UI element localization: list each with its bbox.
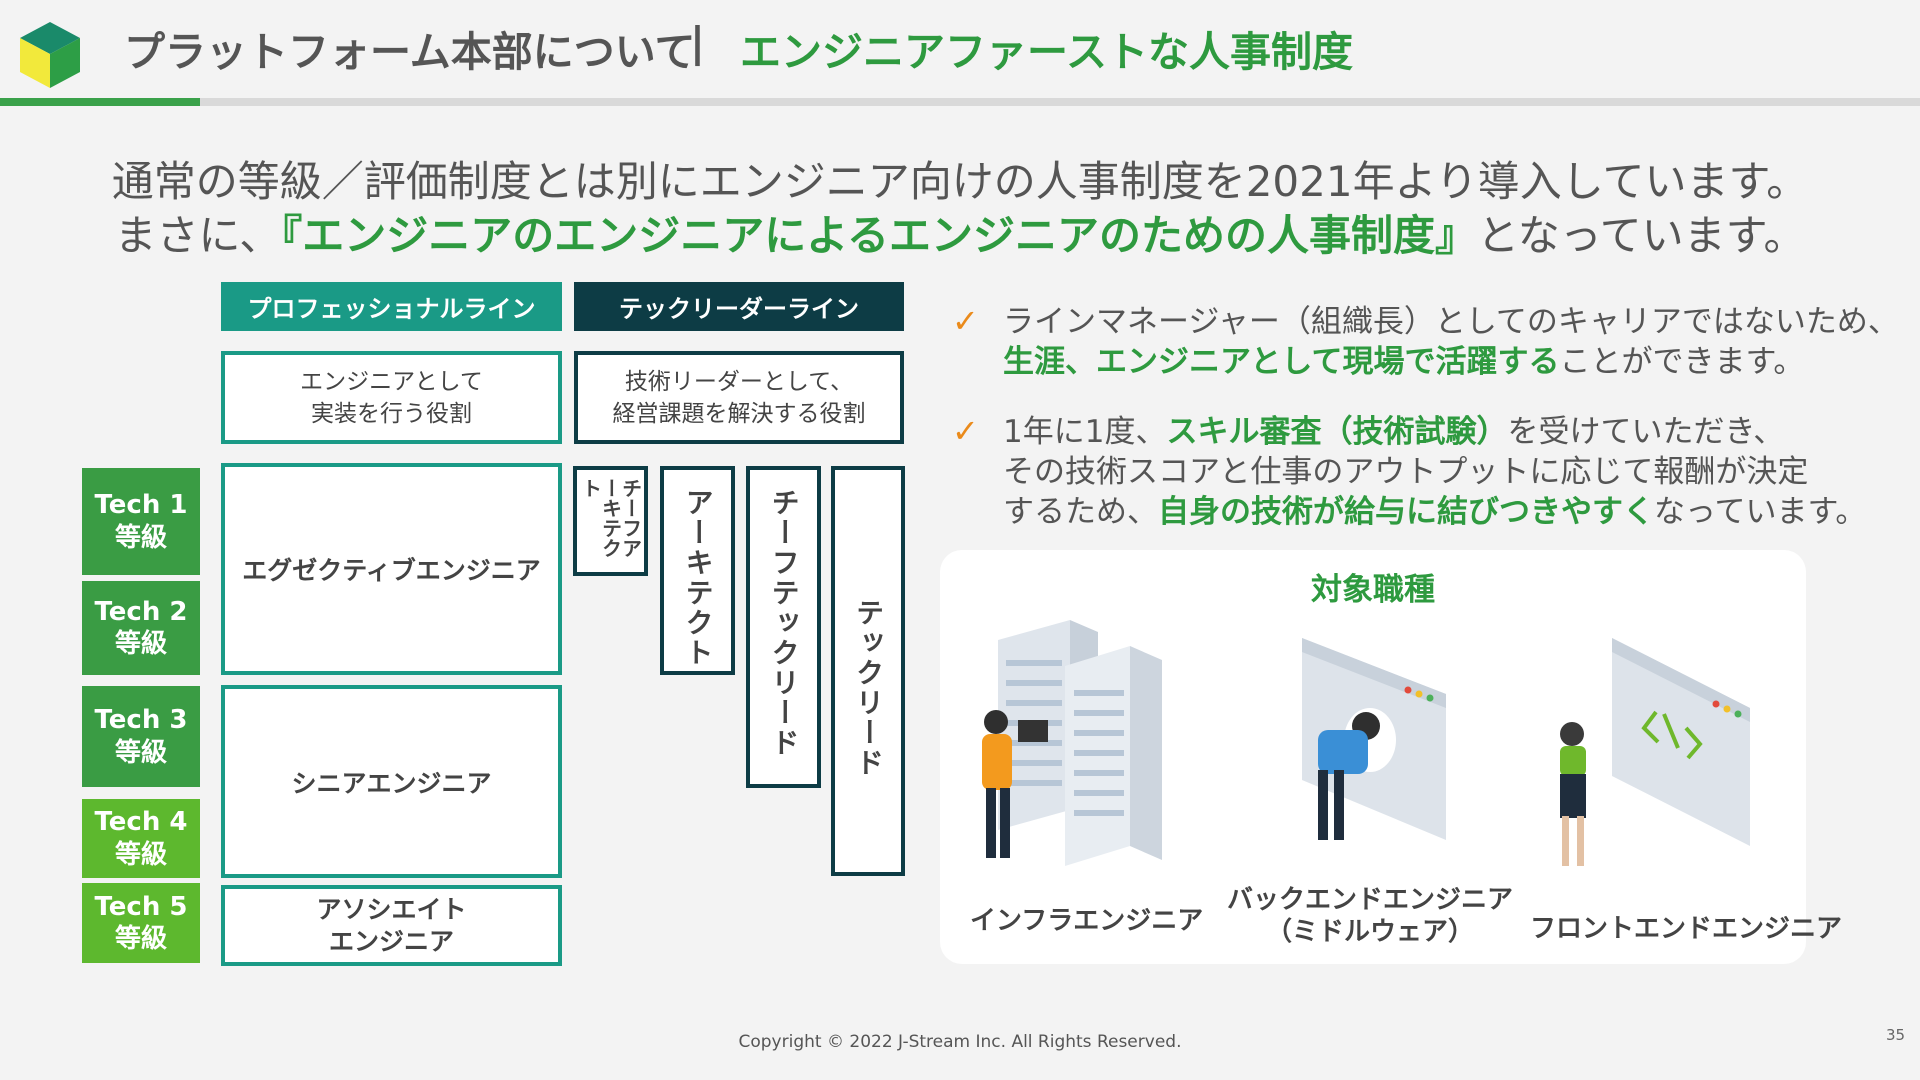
server-illustration-icon	[982, 620, 1162, 866]
lead-line-1: 通常の等級／評価制度とは別にエンジニア向けの人事制度を2021年より導入していま…	[111, 157, 1809, 206]
chief-architect-box: チーフアーキテクト	[573, 466, 648, 576]
techlead-box: テックリード	[831, 466, 905, 876]
professional-description: エンジニアとして実装を行う役割	[221, 351, 562, 444]
page-subtitle: エンジニアファーストな人事制度	[740, 28, 1353, 76]
architect-box: アーキテクト	[660, 466, 735, 675]
professional-line-label: プロフェッショナルライン	[221, 282, 562, 331]
page-number: 35	[1886, 1026, 1906, 1044]
lead-highlight: 『エンジニアのエンジニアによるエンジニアのための人事制度』	[281, 211, 1478, 260]
target-roles-title: 対象職種	[1311, 572, 1435, 608]
title-separator: |	[690, 18, 705, 66]
executive-engineer-box: エグゼクティブエンジニア	[221, 463, 562, 675]
frontend-engineer-label: フロントエンドエンジニア	[1530, 914, 1843, 944]
page-title: プラットフォーム本部について	[124, 28, 696, 76]
copyright: Copyright © 2022 J-Stream Inc. All Right…	[738, 1032, 1182, 1052]
check-icon: ✓	[952, 302, 979, 340]
check-icon: ✓	[952, 412, 979, 450]
backend-illustration-icon	[1302, 638, 1446, 840]
techlead-line-label: テックリーダーライン	[574, 282, 904, 331]
techlead-description: 技術リーダーとして、経営課題を解決する役割	[574, 351, 904, 444]
bullet-2: 1年に1度、スキル審査（技術試験）を受けていただき、 その技術スコアと仕事のアウ…	[1003, 414, 1867, 530]
associate-engineer-box: アソシエイトエンジニア	[221, 885, 562, 966]
backend-engineer-label: バックエンドエンジニア（ミドルウェア）	[1226, 885, 1513, 947]
lead-line-2: まさに、『エンジニアのエンジニアによるエンジニアのための人事制度』となっています…	[114, 211, 1806, 260]
frontend-illustration-icon	[1560, 638, 1750, 866]
bullet-1: ラインマネージャー（組織長）としてのキャリアではないため、 生涯、エンジニアとし…	[1003, 304, 1899, 380]
company-logo-icon	[20, 22, 80, 88]
header-divider-accent	[0, 98, 200, 106]
senior-engineer-box: シニアエンジニア	[221, 685, 562, 878]
infra-engineer-label: インフラエンジニア	[970, 906, 1204, 936]
chief-techlead-box: チーフテックリード	[746, 466, 821, 788]
header-divider	[0, 98, 1920, 106]
